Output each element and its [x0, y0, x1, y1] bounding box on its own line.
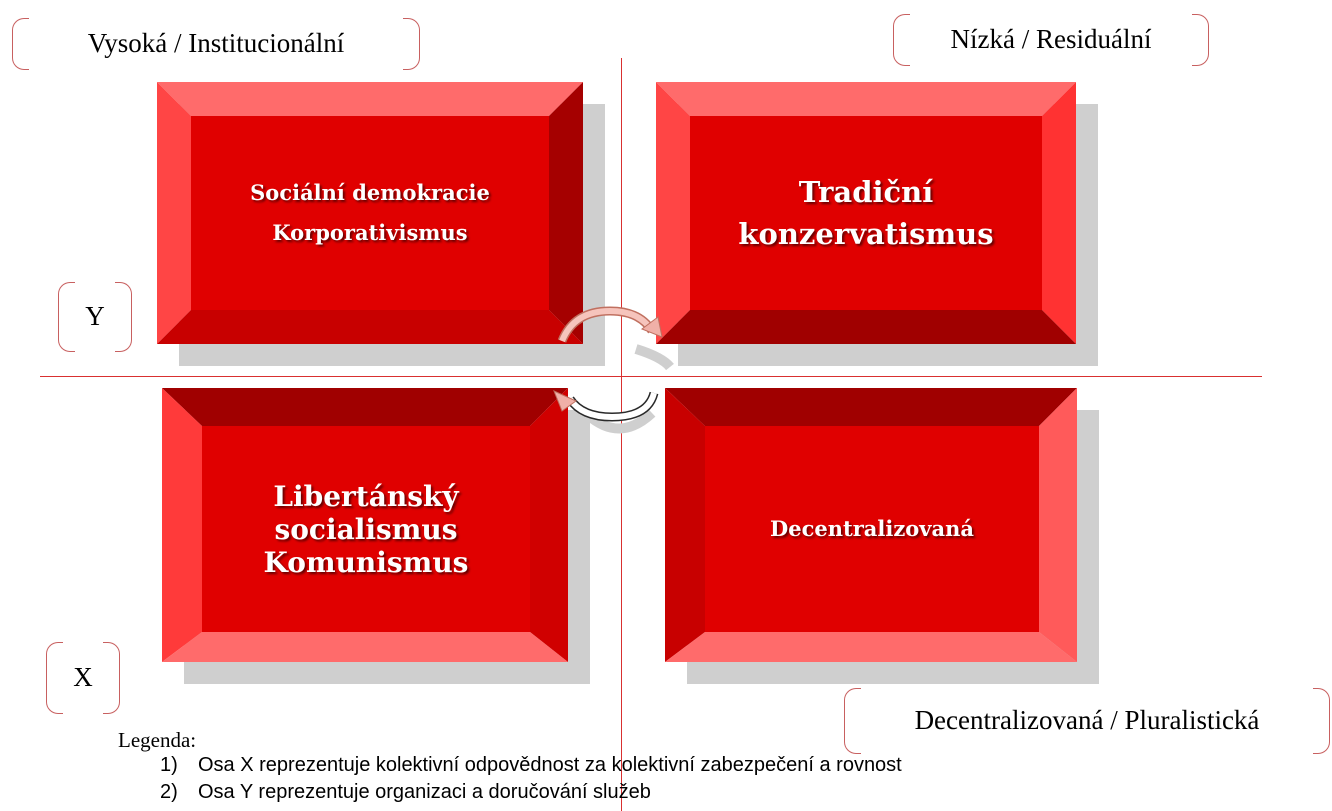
brace-left [58, 282, 75, 352]
quadrant-bottom-right-label: Decentralizovaná [705, 426, 1039, 632]
brace-left [12, 18, 29, 70]
label-y-axis: Y [58, 282, 132, 352]
legend-item-number: 1) [160, 754, 178, 776]
legend-item-number: 2) [160, 781, 178, 803]
legend-title: Legenda: [118, 728, 197, 752]
bevel-frame [157, 82, 583, 344]
legend-item-text: Osa X reprezentuje kolektivní odpovědnos… [198, 754, 902, 776]
label-top-left: Vysoká / Institucionální [12, 18, 420, 70]
label-line: konzervatismus [738, 217, 994, 251]
quadrant-bottom-left-label: Libertánský socialismus Komunismus [202, 426, 530, 632]
brace-left [893, 14, 910, 66]
bevel-frame [665, 388, 1077, 662]
quadrant-bottom-left: Libertánský socialismus Komunismus [162, 388, 590, 684]
quadrant-top-left-label: Sociální demokracie Korporativismus [191, 116, 549, 310]
label-line: Korporativismus [272, 220, 468, 245]
label-bottom-right: Decentralizovaná / Pluralistická [844, 688, 1330, 754]
brace-left [844, 688, 861, 754]
quadrant-top-right: Tradiční konzervatismus [656, 82, 1098, 366]
label-bottom-right-text: Decentralizovaná / Pluralistická [914, 704, 1260, 735]
horizontal-axis [40, 376, 1262, 377]
label-top-right-text: Nízká / Residuální [950, 23, 1152, 54]
label-line: Decentralizovaná [770, 516, 974, 541]
label-top-left-text: Vysoká / Institucionální [87, 27, 345, 58]
legend-item-text: Osa Y reprezentuje organizaci a doručová… [198, 781, 651, 803]
label-line: Komunismus [263, 545, 469, 579]
quadrant-top-left: Sociální demokracie Korporativismus [157, 82, 605, 366]
vertical-axis [621, 58, 622, 811]
legend-list: 1) Osa X reprezentuje kolektivní odpovědn… [160, 752, 902, 806]
brace-left [46, 642, 63, 714]
label-top-right: Nízká / Residuální [893, 14, 1209, 66]
label-x-axis-text: X [73, 661, 93, 692]
bevel-frame [162, 388, 568, 662]
quadrant-top-right-label: Tradiční konzervatismus [690, 116, 1042, 310]
label-y-axis-text: Y [85, 300, 105, 331]
bevel-frame [656, 82, 1076, 344]
legend-item: 1) Osa X reprezentuje kolektivní odpovědn… [160, 752, 902, 779]
label-line: Sociální demokracie [250, 180, 490, 205]
quadrant-bottom-right: Decentralizovaná [665, 388, 1099, 684]
legend-item: 2) Osa Y reprezentuje organizaci a doručo… [160, 779, 902, 806]
label-line: Libertánský [273, 479, 459, 513]
label-line: socialismus [274, 512, 458, 546]
label-line: Tradiční [798, 175, 934, 209]
cycle-arrows-icon [553, 306, 674, 434]
label-x-axis: X [46, 642, 120, 714]
